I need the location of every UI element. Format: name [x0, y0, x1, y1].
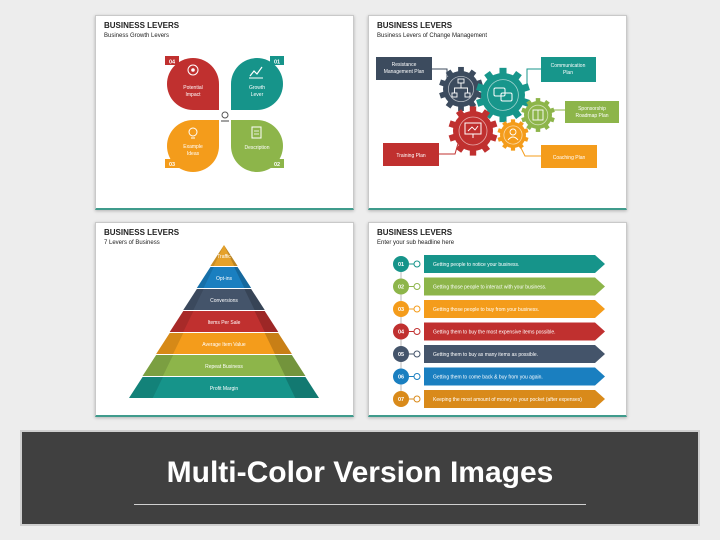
item-text: Keeping the most amount of money in your… — [433, 397, 582, 403]
pyramid-level-label: Traffic — [217, 254, 231, 260]
pyramid-level-label: Repeat Business — [205, 364, 243, 370]
banner-title: Multi-Color Version Images — [166, 456, 554, 489]
gear-resistance — [439, 66, 483, 112]
pyramid-level: Traffic — [210, 245, 238, 266]
pyramid-level: Profit Margin — [129, 377, 319, 398]
change-management-diagram: Resistance Management Plan Communication… — [376, 57, 619, 168]
petal-label-line2: Impact — [185, 92, 201, 98]
label-resistance-line2: Management Plan — [384, 69, 425, 75]
slide-title: BUSINESS LEVERS — [377, 21, 453, 30]
pyramid-level: Average Item Value — [156, 333, 292, 354]
item-text: Getting them to buy as many items as pos… — [433, 352, 538, 358]
item-text: Getting those people to interact with yo… — [433, 285, 546, 291]
petal-label-line1: Example — [183, 144, 203, 150]
list-item: 07 Keeping the most amount of money in yo… — [393, 390, 605, 408]
slide-seven-levers[interactable]: BUSINESS LEVERS 7 Levers of Business Tra… — [95, 222, 354, 417]
slide-title: BUSINESS LEVERS — [377, 228, 453, 237]
list-item: 02 Getting those people to interact with … — [393, 277, 605, 296]
slide-subtitle: 7 Levers of Business — [104, 240, 160, 246]
petal-description: 02 Description — [231, 120, 284, 172]
petal-example-ideas: 03 Example Ideas — [165, 120, 219, 172]
petal-number: 03 — [169, 162, 175, 168]
pyramid-level-label: Average Item Value — [202, 342, 246, 348]
slide-title: BUSINESS LEVERS — [104, 21, 180, 30]
slide-growth-levers[interactable]: BUSINESS LEVERS Business Growth Levers 0… — [95, 15, 354, 210]
roadmap-icon — [532, 109, 544, 121]
petal-label-line1: Description — [244, 145, 269, 151]
slide-numbered-levers[interactable]: BUSINESS LEVERS Enter your sub headline … — [368, 222, 627, 417]
item-text: Getting them to buy the most expensive i… — [433, 330, 556, 336]
slide-subtitle: Enter your sub headline here — [377, 240, 455, 246]
pyramid-level-label: Profit Margin — [210, 386, 239, 392]
label-sponsorship-line1: Sponsorship — [578, 106, 606, 112]
list-item: 04 Getting them to buy the most expensive… — [393, 322, 605, 341]
numbered-arrow-list: 01 Getting people to notice your business… — [393, 255, 605, 408]
label-communication-line2: Plan — [563, 70, 573, 76]
pyramid-level: Items Per Sale — [169, 311, 279, 332]
pyramid-level: Repeat Business — [142, 355, 306, 376]
slide-subtitle: Business Growth Levers — [104, 33, 170, 39]
slide-subtitle: Business Levers of Change Management — [377, 33, 488, 39]
growth-chart-icon — [249, 66, 263, 79]
gear-training — [448, 106, 498, 156]
item-number: 03 — [398, 307, 404, 313]
pyramid-level: Opt-ins — [196, 267, 252, 288]
pyramid-level-label: Conversions — [210, 298, 238, 304]
chat-icon — [493, 87, 513, 102]
label-resistance-line1: Resistance — [392, 62, 417, 68]
label-communication-line1: Communication — [551, 63, 586, 69]
pyramid-level-label: Opt-ins — [216, 276, 233, 282]
pyramid-level-label: Items Per Sale — [208, 320, 241, 326]
gear-coaching — [497, 119, 529, 151]
item-text: Getting people to notice your business. — [433, 262, 519, 268]
petal-number: 01 — [274, 60, 280, 66]
banner-divider — [134, 504, 586, 505]
petal-label-line1: Growth — [249, 85, 265, 91]
petal-potential-impact: 04 Potential Impact — [165, 56, 219, 110]
pyramid-level: Conversions — [183, 289, 265, 310]
lightbulb-icon — [188, 127, 198, 139]
label-training: Training Plan — [396, 153, 425, 159]
petal-label-line1: Potential — [183, 85, 202, 91]
petal-label-line2: Lever — [251, 92, 264, 98]
brain-gear-icon — [187, 64, 199, 76]
org-chart-icon — [451, 78, 471, 98]
petal-growth-lever: 01 Growth Lever — [231, 56, 284, 110]
item-number: 01 — [398, 262, 404, 268]
item-number: 04 — [398, 330, 405, 336]
label-sponsorship-line2: Roadmap Plan — [575, 113, 608, 119]
coach-icon — [507, 128, 519, 141]
item-number: 05 — [398, 352, 404, 358]
slide-title: BUSINESS LEVERS — [104, 228, 180, 237]
item-number: 07 — [398, 397, 404, 403]
slide-change-management[interactable]: BUSINESS LEVERS Business Levers of Chang… — [368, 15, 627, 210]
list-item: 05 Getting them to buy as many items as p… — [393, 345, 605, 363]
gear-sponsorship — [521, 98, 555, 132]
petal-number: 02 — [274, 162, 280, 168]
label-coaching: Coaching Plan — [553, 155, 586, 161]
petal-label-line2: Ideas — [187, 151, 200, 157]
item-number: 02 — [398, 285, 404, 291]
presentation-icon — [464, 122, 482, 138]
item-text: Getting those people to buy from your bu… — [433, 307, 539, 313]
item-text: Getting them to come back & buy from you… — [433, 375, 543, 381]
caption-banner: Multi-Color Version Images — [20, 430, 700, 526]
list-item: 01 Getting people to notice your business… — [393, 255, 605, 273]
item-number: 06 — [398, 375, 404, 381]
growth-levers-diagram: 04 Potential Impact 01 Growth Lever 03 — [165, 56, 284, 172]
list-item: 06 Getting them to come back & buy from y… — [393, 367, 605, 386]
list-item: 03 Getting those people to buy from your … — [393, 300, 605, 318]
petal-number: 04 — [169, 60, 176, 66]
document-icon — [251, 126, 262, 139]
